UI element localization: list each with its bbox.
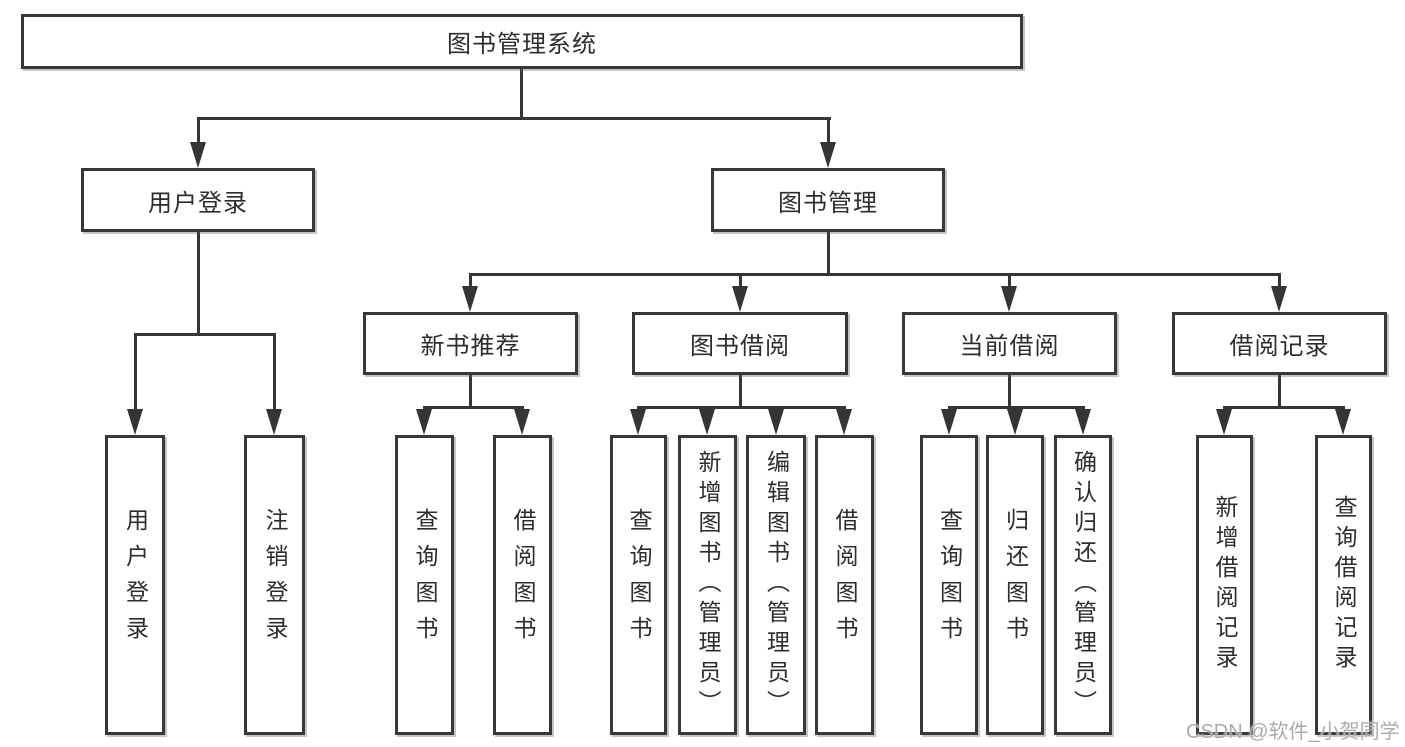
connector-line bbox=[739, 375, 742, 409]
arrowhead-down-icon bbox=[514, 409, 530, 435]
arrowhead-down-icon bbox=[1216, 409, 1232, 435]
leaf-borrow-books-borrow-label: 借阅图书 bbox=[832, 508, 858, 652]
connector-line bbox=[469, 273, 1281, 276]
arrowhead-down-icon bbox=[768, 409, 784, 435]
arrowhead-down-icon bbox=[462, 286, 478, 312]
leaf-confirm-return-admin-label: 确认归还（管理员） bbox=[1070, 450, 1097, 720]
leaf-borrow-books-recommend: 借阅图书 bbox=[493, 435, 552, 735]
arrowhead-down-icon bbox=[630, 409, 646, 435]
connector-line bbox=[197, 117, 831, 120]
node-root: 图书管理系统 bbox=[21, 14, 1023, 69]
arrowhead-down-icon bbox=[1007, 409, 1023, 435]
connector-line bbox=[739, 273, 742, 289]
leaf-return-books-label: 归还图书 bbox=[1002, 508, 1029, 652]
leaf-return-books: 归还图书 bbox=[986, 435, 1044, 735]
node-current-borrow-label: 当前借阅 bbox=[959, 333, 1060, 360]
leaf-logout: 注销登录 bbox=[244, 435, 305, 735]
connector-line bbox=[134, 333, 276, 336]
connector-line bbox=[273, 333, 276, 412]
node-book-borrow-label: 图书借阅 bbox=[690, 333, 790, 360]
connector-line bbox=[469, 375, 472, 409]
arrowhead-down-icon bbox=[699, 409, 715, 435]
arrowhead-down-icon bbox=[836, 409, 852, 435]
connector-line bbox=[1278, 375, 1281, 409]
arrowhead-down-icon bbox=[190, 142, 206, 168]
arrowhead-down-icon bbox=[266, 409, 282, 435]
node-book-management-label: 图书管理 bbox=[778, 189, 878, 217]
leaf-logout-label: 注销登录 bbox=[262, 508, 288, 652]
leaf-query-books-borrow: 查询图书 bbox=[610, 435, 667, 735]
arrowhead-down-icon bbox=[1075, 409, 1091, 435]
node-current-borrow: 当前借阅 bbox=[902, 312, 1117, 375]
connector-line bbox=[1008, 273, 1011, 289]
arrowhead-down-icon bbox=[127, 409, 143, 435]
connector-line bbox=[520, 69, 523, 117]
leaf-add-books-admin: 新增图书（管理员） bbox=[678, 435, 737, 735]
node-user-login: 用户登录 bbox=[81, 168, 315, 232]
connector-line bbox=[1223, 406, 1345, 409]
connector-line bbox=[469, 273, 472, 289]
leaf-borrow-books-recommend-label: 借阅图书 bbox=[510, 508, 536, 652]
leaf-edit-books-admin-label: 编辑图书（管理员） bbox=[763, 450, 790, 720]
arrowhead-down-icon bbox=[820, 142, 836, 168]
node-new-book-recommend-label: 新书推荐 bbox=[420, 333, 521, 360]
leaf-query-books-current: 查询图书 bbox=[920, 435, 978, 735]
connector-line bbox=[197, 232, 200, 336]
leaf-query-books-recommend: 查询图书 bbox=[395, 435, 454, 735]
connector-line bbox=[637, 406, 846, 409]
connector-line bbox=[827, 232, 830, 276]
leaf-add-books-admin-label: 新增图书（管理员） bbox=[695, 450, 721, 720]
connector-line bbox=[827, 117, 830, 143]
connector-line bbox=[197, 117, 200, 143]
node-user-login-label: 用户登录 bbox=[148, 189, 248, 217]
leaf-user-login-label: 用户登录 bbox=[122, 508, 149, 652]
node-book-management: 图书管理 bbox=[711, 168, 945, 232]
leaf-query-borrow-record: 查询借阅记录 bbox=[1315, 435, 1372, 735]
leaf-add-borrow-record-label: 新增借阅记录 bbox=[1212, 495, 1238, 675]
arrowhead-down-icon bbox=[1335, 409, 1351, 435]
arrowhead-down-icon bbox=[732, 286, 748, 312]
leaf-user-login: 用户登录 bbox=[105, 435, 165, 735]
leaf-query-books-borrow-label: 查询图书 bbox=[626, 508, 652, 652]
arrowhead-down-icon bbox=[1271, 286, 1287, 312]
connector-line bbox=[1008, 375, 1011, 409]
leaf-borrow-books-borrow: 借阅图书 bbox=[815, 435, 874, 735]
arrowhead-down-icon bbox=[1001, 286, 1017, 312]
leaf-query-books-current-label: 查询图书 bbox=[936, 508, 963, 652]
leaf-confirm-return-admin: 确认归还（管理员） bbox=[1054, 435, 1112, 735]
node-new-book-recommend: 新书推荐 bbox=[363, 312, 578, 375]
leaf-edit-books-admin: 编辑图书（管理员） bbox=[746, 435, 806, 735]
connector-line bbox=[1278, 273, 1281, 289]
leaf-query-books-recommend-label: 查询图书 bbox=[412, 508, 438, 652]
node-borrow-records-label: 借阅记录 bbox=[1229, 333, 1330, 360]
node-borrow-records: 借阅记录 bbox=[1172, 312, 1387, 375]
arrowhead-down-icon bbox=[941, 409, 957, 435]
node-root-label: 图书管理系统 bbox=[447, 31, 597, 58]
csdn-watermark: CSDN @软件_小贺同学 bbox=[1186, 721, 1400, 743]
node-book-borrow: 图书借阅 bbox=[632, 312, 848, 375]
leaf-add-borrow-record: 新增借阅记录 bbox=[1196, 435, 1253, 735]
connector-line bbox=[134, 333, 137, 412]
arrowhead-down-icon bbox=[416, 409, 432, 435]
leaf-query-borrow-record-label: 查询借阅记录 bbox=[1331, 495, 1357, 675]
connector-line bbox=[423, 406, 524, 409]
